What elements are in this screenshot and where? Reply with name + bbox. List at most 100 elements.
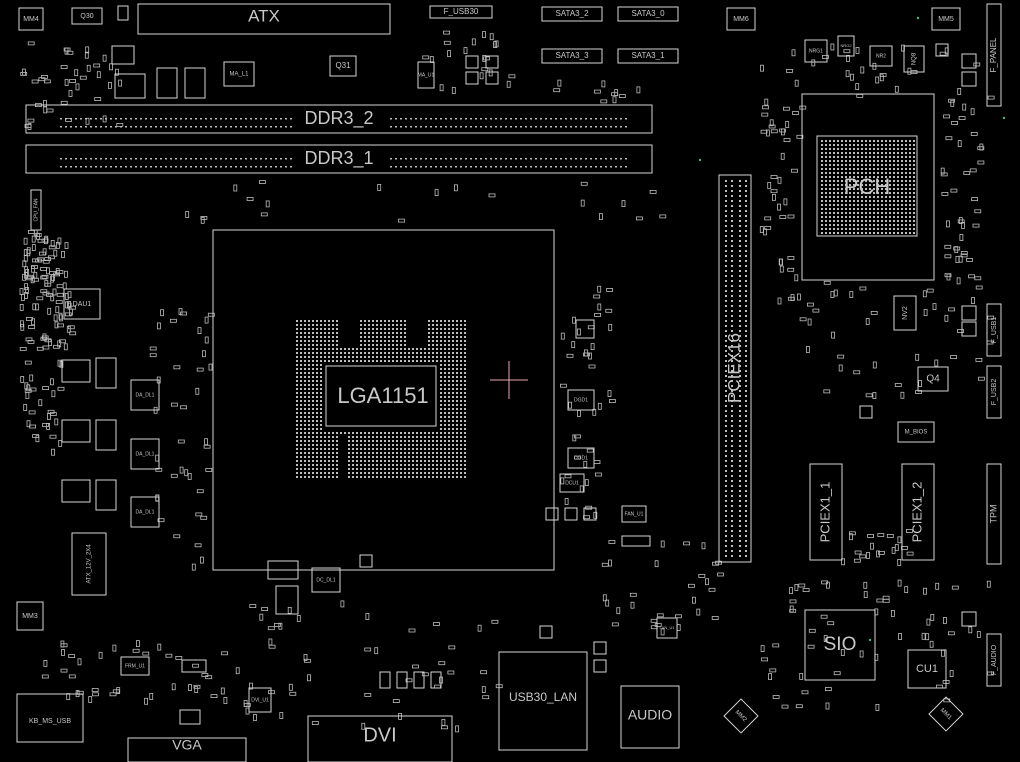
chip-lan-u1[interactable]: LAN_U1 [656, 617, 678, 639]
chip-dgd1[interactable]: DGD1 [567, 389, 595, 411]
sata3-2-port[interactable]: SATA3_2 [541, 6, 603, 22]
f-usb2-header[interactable]: F_USB2 [986, 365, 1002, 419]
cpu-pin [368, 444, 370, 446]
mosfet[interactable] [61, 479, 91, 503]
component[interactable] [179, 709, 201, 725]
cpu-pin [464, 364, 466, 366]
capacitor[interactable] [111, 45, 135, 65]
sata3-3-port[interactable]: SATA3_3 [541, 48, 603, 64]
sata3-0-port[interactable]: SATA3_0 [617, 6, 679, 22]
pcie-x1-1-slot[interactable]: PCIEX1_1 [809, 463, 843, 561]
component[interactable] [621, 535, 651, 547]
inductor-da-dl1-c[interactable]: DA_DL1 [130, 496, 160, 528]
component[interactable] [379, 671, 391, 689]
sata3-1-port[interactable]: SATA3_1 [617, 48, 679, 64]
dvi-port[interactable]: DVI [307, 715, 453, 762]
mounting-hole-mm5[interactable]: MM5 [931, 7, 961, 31]
cpu-pin [432, 460, 434, 462]
inductor-dc-dl1[interactable]: DC_DL1 [311, 567, 341, 593]
mosfet[interactable] [275, 585, 299, 615]
mosfet[interactable] [95, 479, 117, 511]
chip-ma-l1[interactable]: MA_L1 [223, 61, 255, 87]
cpu-pin [436, 452, 438, 454]
dimm-slot-ddr3-1[interactable]: DDR3_1 [25, 144, 653, 174]
cpu-pin [320, 388, 322, 390]
mounting-hole-mm4[interactable]: MM4 [18, 7, 44, 31]
chip-dgd2[interactable]: DGD1 [567, 447, 595, 469]
bios-chip-m-bios[interactable]: M_BIOS [897, 421, 935, 443]
component[interactable] [430, 671, 442, 689]
component[interactable] [413, 671, 425, 689]
mosfet[interactable] [95, 357, 117, 389]
super-io-chip-sio[interactable]: SIO [804, 609, 876, 681]
chip-fan-u1[interactable]: FAN_U1 [621, 505, 647, 523]
dimm-pin [110, 158, 112, 160]
component[interactable] [396, 671, 408, 689]
mounting-hole-mm3[interactable]: MM3 [16, 601, 44, 631]
mosfet[interactable] [95, 419, 117, 451]
cpu-socket-lga1151[interactable]: LGA1151 [212, 229, 555, 571]
mosfet-q4[interactable]: Q4 [917, 366, 949, 392]
atx-12v-connector[interactable]: ATX_12V_2X4 [71, 532, 107, 596]
audio-jack[interactable]: AUDIO [620, 685, 680, 749]
pcie-pin [725, 255, 727, 257]
atx-connector[interactable]: ATX [137, 3, 391, 35]
f-panel-header[interactable]: F_PANEL [986, 3, 1002, 107]
pch-ball [869, 152, 871, 154]
cpu-pin [448, 388, 450, 390]
cpu-fan-header[interactable]: CPU_FAN [30, 189, 42, 231]
chip-ma-u1[interactable]: MA_U1 [417, 61, 435, 89]
cpu-pin [304, 352, 306, 354]
inductor[interactable] [267, 560, 299, 580]
dimm-pin [505, 118, 507, 120]
pcie-x16-slot[interactable]: PCIEX16 [718, 174, 752, 563]
f-usb1-header[interactable]: F_USB1 [986, 303, 1002, 357]
kb-ms-usb-port[interactable]: KB_MS_USB [16, 693, 84, 743]
dimm-slot-ddr3-2[interactable]: DDR3_2 [25, 104, 653, 134]
vga-port[interactable]: VGA [127, 737, 247, 762]
pch-chip[interactable]: PCH [801, 93, 935, 281]
dimm-pin [270, 158, 272, 160]
f-audio-header[interactable]: F_AUDIO [986, 633, 1002, 687]
mosfet-q31[interactable]: Q31 [329, 55, 357, 77]
usb30-lan-port[interactable]: USB30_LAN [498, 651, 588, 751]
chip-nrg1[interactable]: NRG1 [804, 39, 828, 63]
chip-nrg2[interactable]: NRG2 [837, 35, 855, 57]
cpu-pin [388, 452, 390, 454]
pch-ball [913, 144, 915, 146]
chip-dcu1[interactable]: DCU1 [559, 473, 585, 493]
cpu-pin [372, 320, 374, 322]
component[interactable] [117, 5, 129, 21]
smd-pad [833, 671, 841, 676]
mounting-hole-mm6[interactable]: MM6 [726, 7, 756, 31]
tpm-header[interactable]: TPM [986, 463, 1002, 565]
inductor[interactable] [184, 67, 206, 99]
mosfet-q30[interactable]: Q30 [71, 7, 103, 25]
inductor-da-dl1-b[interactable]: DA_DL1 [130, 438, 160, 470]
chip-dvi-u1[interactable]: DVI_U1 [248, 687, 272, 713]
cpu-pin [308, 360, 310, 362]
f-usb30-header[interactable]: F_USB30 [429, 5, 493, 19]
pch-ball [829, 172, 831, 174]
mosfet[interactable] [61, 359, 91, 383]
mosfet[interactable] [114, 73, 146, 99]
cpu-pin [312, 372, 314, 374]
chip-nr2[interactable]: NR2 [869, 45, 893, 67]
cpu-pin [296, 404, 298, 406]
cpu-pin [460, 368, 462, 370]
chip-cu1[interactable]: CU1 [907, 649, 947, 689]
mosfet-nq8[interactable]: NQ8 [903, 45, 925, 73]
pcie-x1-2-slot[interactable]: PCIEX1_2 [901, 463, 935, 561]
cpu-pin [424, 432, 426, 434]
cpu-pin [328, 436, 330, 438]
chip-frm-u1[interactable]: FRM_U1 [120, 656, 150, 676]
cpu-pin [436, 360, 438, 362]
mosfet-nv2[interactable]: NV2 [893, 295, 917, 331]
component[interactable] [181, 659, 207, 673]
chip-dau1[interactable]: DAU1 [63, 288, 101, 320]
mosfet[interactable] [61, 419, 91, 443]
inductor-da-dl1-a[interactable]: DA_DL1 [130, 379, 160, 411]
mosfet[interactable] [575, 319, 595, 339]
inductor[interactable] [156, 67, 178, 99]
